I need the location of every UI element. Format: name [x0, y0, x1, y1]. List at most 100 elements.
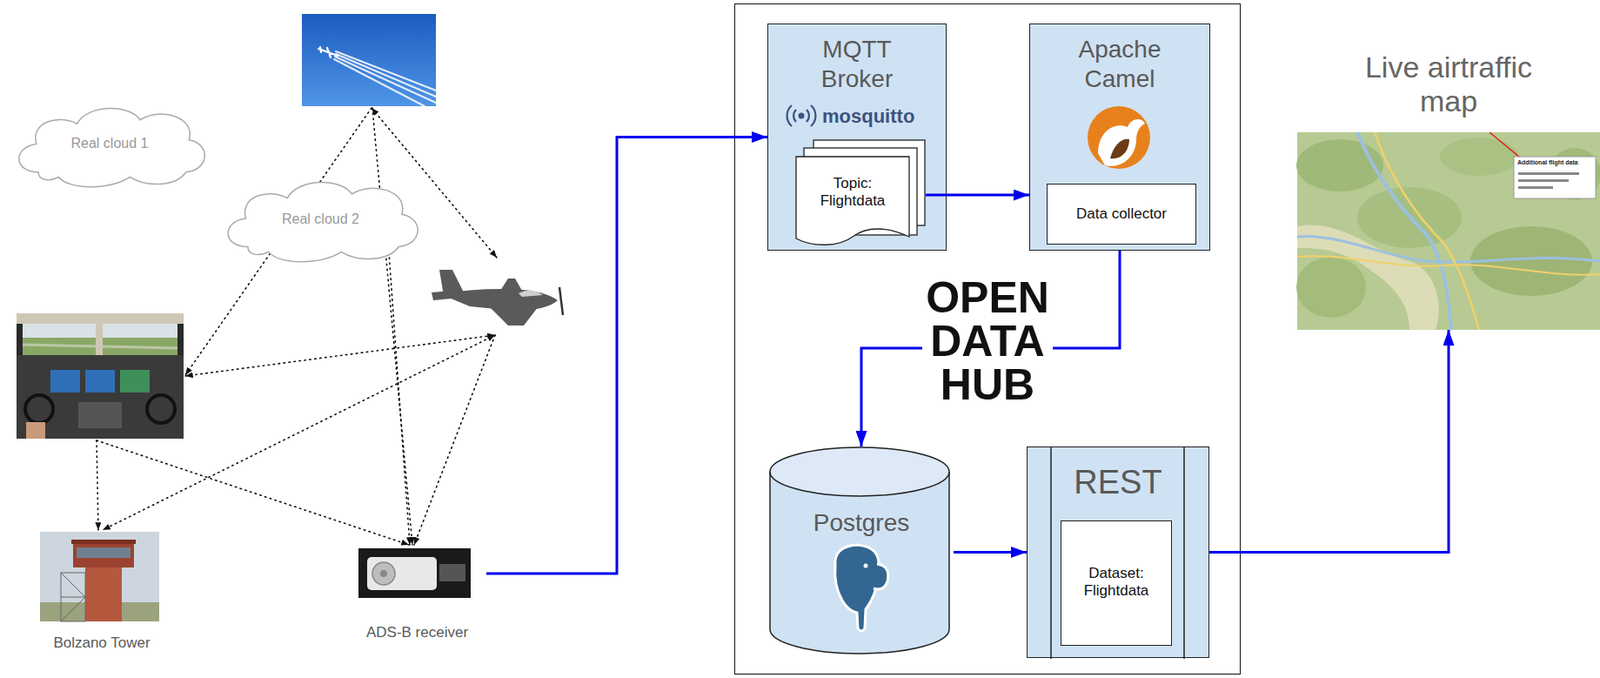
- cockpit-photo-part: [147, 394, 175, 423]
- terrain-map: [1296, 132, 1600, 330]
- control-tower-photo-part: [60, 572, 86, 622]
- airplane-silhouette-part: [487, 302, 542, 326]
- control-tower-photo-part-part: [60, 596, 86, 598]
- terrain-map-part: [1297, 132, 1600, 330]
- node-title: Live airtraffic map: [1339, 50, 1558, 119]
- terrain-map-part: [1518, 179, 1569, 182]
- camel-logo-part: [1110, 139, 1130, 160]
- terrain-map-part: [1374, 132, 1480, 330]
- radio-links-part: [185, 334, 496, 376]
- sky-photo-part-part: [334, 56, 436, 103]
- node-title: Apache Camel: [1054, 34, 1185, 94]
- collector-box: Data collector: [1046, 183, 1197, 245]
- cylinder-body: [769, 471, 950, 654]
- adsb-receiver-photo-part: [439, 563, 466, 582]
- label-slot: Additional flight data: [1517, 159, 1579, 166]
- cockpit-photo-part: [25, 394, 54, 423]
- sky-photo: [301, 13, 436, 107]
- map-popup-title: Additional flight data: [1517, 159, 1579, 166]
- postgres-elephant-part: [873, 563, 889, 590]
- cockpit-photo-part: [50, 369, 81, 393]
- radio-links-part: [102, 334, 496, 530]
- terrain-map-part: [1513, 156, 1596, 199]
- mosquitto-icon: [787, 105, 817, 127]
- cloud-shape: Real cloud 2: [216, 175, 425, 262]
- control-tower-photo-part-part: [60, 596, 86, 622]
- camel-logo-part: [1097, 119, 1145, 167]
- terrain-map-part: [1296, 256, 1366, 318]
- mosquitto-icon-part: [798, 113, 805, 120]
- node-title: REST: [1027, 463, 1209, 503]
- cockpit-photo-part: [95, 323, 103, 355]
- data-flow-arrow: [1209, 329, 1449, 553]
- data-flow-arrow: [953, 550, 1027, 554]
- process-bar: [1050, 447, 1052, 659]
- mosquitto-icon-part: [787, 105, 792, 127]
- terrain-map-part: [1518, 186, 1554, 189]
- data-flow-arrow: [925, 194, 1030, 197]
- cockpit-photo-part: [78, 401, 122, 429]
- radio-links-part: [414, 334, 496, 545]
- control-tower-photo-part-part: [60, 572, 86, 622]
- adsb-receiver-photo: [358, 548, 471, 598]
- adsb-receiver-photo-part: [358, 548, 471, 598]
- airplane-silhouette-part: [518, 289, 543, 297]
- sky-photo-part-part: [335, 51, 436, 91]
- terrain-map-part: [1297, 255, 1600, 275]
- node-subtitle: mosquitto: [822, 106, 936, 128]
- node-title: Postgres: [769, 508, 954, 538]
- database-cylinder: Postgres: [769, 446, 954, 655]
- node-title: Data collector: [1047, 205, 1196, 223]
- terrain-map-part: [1439, 137, 1519, 176]
- adsb-receiver-photo-part: [372, 562, 395, 585]
- terrain-map-part: [1297, 224, 1440, 330]
- camel-logo: [1087, 106, 1151, 169]
- cockpit-photo-part: [120, 369, 150, 393]
- sky-photo-part-part: [334, 59, 425, 107]
- airplane-silhouette: [431, 269, 563, 326]
- radio-links-part: [388, 252, 410, 545]
- radio-links-part: [96, 440, 99, 530]
- map-panel: Live airtraffic map: [1297, 50, 1600, 330]
- node-title: Bolzano Tower: [34, 634, 169, 652]
- node-title: OPEN DATA HUB: [922, 275, 1053, 407]
- node-title: ADS-B receiver: [348, 623, 487, 642]
- radio-links-part: [372, 107, 413, 545]
- dataset-box: Dataset: Flightdata: [1060, 520, 1172, 646]
- process-bar: [1183, 447, 1185, 659]
- airplane-silhouette-part: [500, 278, 523, 291]
- cloud-shape: Real cloud 1: [7, 101, 212, 188]
- sky-photo-part: [318, 46, 338, 58]
- mosquitto-icon-part: [810, 105, 816, 127]
- document-page: [796, 156, 910, 245]
- node-title: MQTT Broker: [796, 34, 918, 94]
- broker-box: MQTT BrokermosquittoTopic: Flightdata: [767, 23, 947, 251]
- camel-logo-part: [1087, 106, 1151, 169]
- cylinder-top: [769, 447, 950, 496]
- cockpit-photo-part: [26, 421, 46, 439]
- adsb-receiver-photo-part: [367, 556, 437, 590]
- cockpit-photo-part: [85, 369, 115, 393]
- control-tower-photo-part: [40, 531, 160, 622]
- sky-photo-part: [301, 13, 436, 107]
- platform-frame: OPEN DATA HUBMQTT BrokermosquittoTopic: …: [734, 3, 1241, 675]
- tower-node: Bolzano Tower: [34, 531, 169, 661]
- control-tower-photo: [40, 531, 160, 622]
- terrain-map-part: [1357, 132, 1452, 330]
- radio-links-part: [96, 440, 409, 545]
- postgres-elephant-part: [835, 544, 879, 631]
- cockpit-photo-part: [16, 313, 184, 324]
- cockpit-photo-part: [16, 313, 184, 439]
- terrain-map-part: [1296, 139, 1384, 192]
- postgres-elephant-part: [863, 563, 869, 569]
- terrain-map-part: [1518, 172, 1580, 175]
- control-tower-photo-part: [73, 542, 134, 568]
- cockpit-photo: [16, 313, 184, 439]
- postgres-elephant: [835, 544, 889, 631]
- node-title: Real cloud 2: [216, 210, 425, 228]
- mosquitto-icon-part: [806, 109, 810, 122]
- cylinder-outline: [769, 446, 954, 655]
- control-tower-photo-part: [76, 547, 131, 558]
